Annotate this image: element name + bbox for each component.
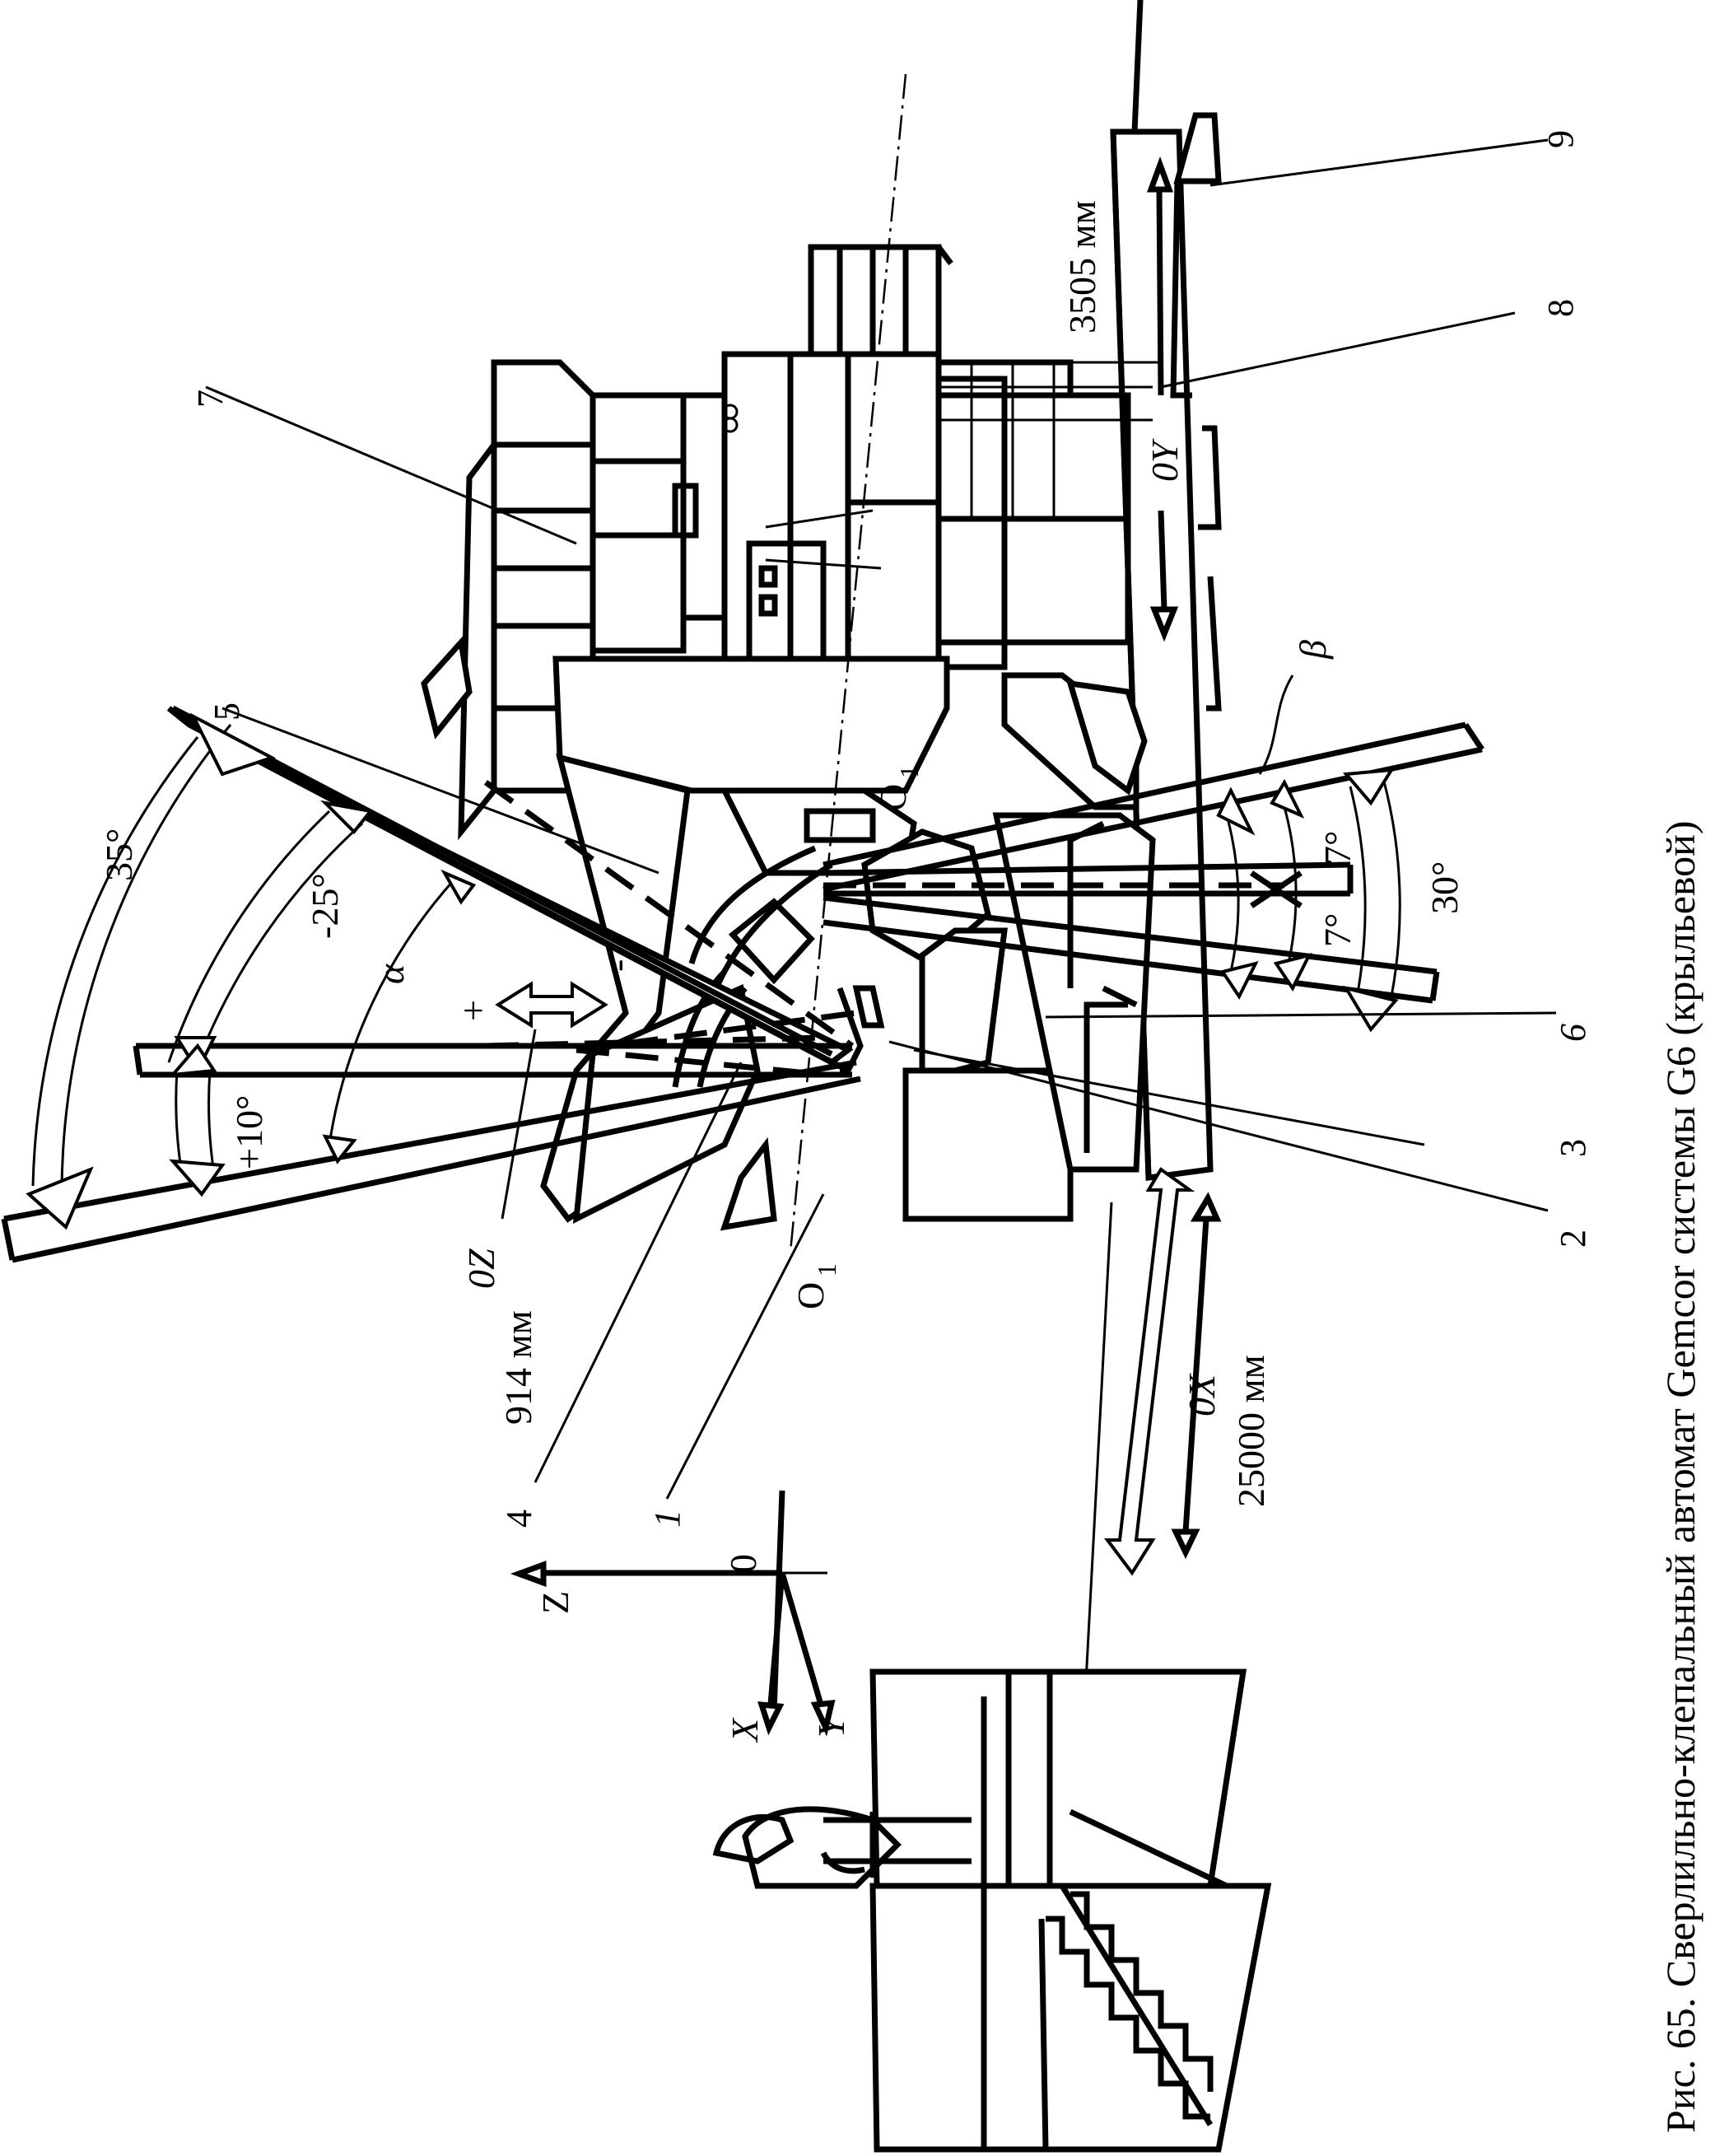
callout-leaders [205,138,1557,1500]
axis-x: X [724,1717,766,1743]
riveting-heads [672,808,885,1231]
axis-origin: 0 [722,1554,764,1573]
angle-plus-10: +10° [228,1095,270,1169]
callout-7: 7 [190,390,231,408]
svg-text:O: O [790,1282,832,1309]
callout-4: 4 [499,1510,539,1528]
c-frame-5-6 [540,656,1156,1224]
sign-plus: + [452,1000,494,1021]
angle-beta: β [1292,640,1334,660]
svg-text:O: O [872,784,914,811]
axis-y: Y [810,1713,852,1738]
operator-platform [712,1668,1272,2153]
axis-0x: 0X [1181,1373,1223,1416]
callout-1: 1 [647,1510,687,1528]
sign-minus: - [596,959,638,972]
angle-minus-25: -25° [304,873,346,939]
z-travel-arrow [495,981,608,1220]
angle-30: 30° [1424,861,1466,914]
x-travel-arrow [1104,1167,1222,1576]
dimension-labels: 3505 мм 914 мм 25000 мм [497,200,1272,1507]
figure-caption: Рис. 65. Сверлильно-клепальный автомат G… [1657,820,1703,2133]
svg-text:1: 1 [812,1263,841,1276]
callout-6: 6 [1553,1024,1593,1042]
axis-0z: 0Z [460,1248,502,1289]
axis-z: Z [534,1591,576,1614]
dim-3505: 3505 мм [1061,200,1103,334]
dim-25000: 25000 мм [1230,1355,1272,1507]
callout-5: 5 [207,702,247,721]
callout-8: 8 [1540,299,1581,317]
angle-labels: 35° -25° +10° α β 30° 7° 7° + - [98,640,1466,1169]
axis-labels: 0Y 0Z 0X X Y Z 0 O 1 O 1 [460,438,1223,1743]
angle-35: 35° [98,828,140,881]
callout-2: 2 [1553,1230,1593,1248]
angle-7-lower: 7° [1317,913,1358,947]
angle-7-upper: 7° [1317,831,1358,865]
dim-914: 914 мм [497,1310,539,1425]
callout-labels: 1 2 3 4 5 6 7 8 9 [190,130,1593,1528]
o1-top-label: O 1 [872,765,924,811]
o1-bottom-label: O 1 [790,1263,841,1309]
callout-3: 3 [1553,1139,1593,1157]
axis-0y: 0Y [1144,438,1186,482]
angle-bars [1,73,1484,1263]
angle-arcs [26,674,1401,1230]
angle-alpha: α [370,964,412,984]
callout-9: 9 [1540,130,1581,148]
coordinate-triad [510,1490,836,1737]
svg-text:1: 1 [894,765,924,778]
